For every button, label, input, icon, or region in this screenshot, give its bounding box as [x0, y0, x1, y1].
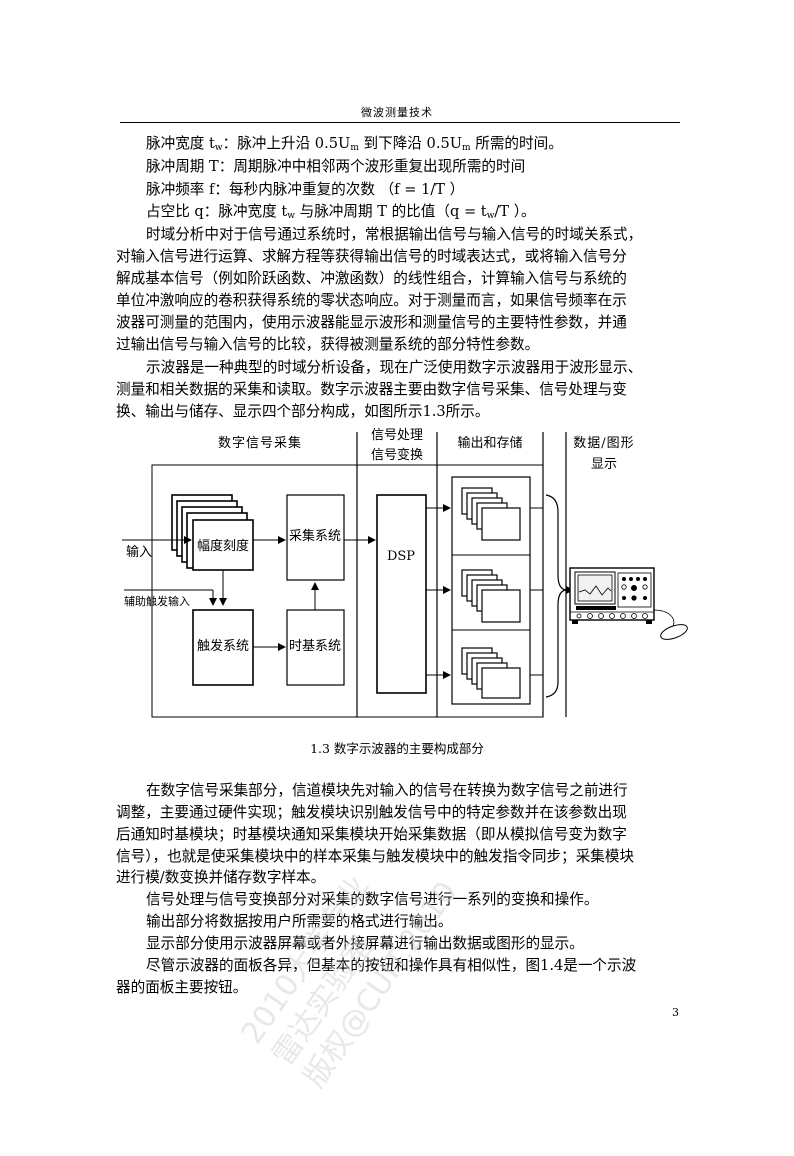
output-storage-panel	[451, 476, 531, 705]
paragraph1-line: 波器可测量的范围内，使用示波器能显示波形和测量信号的主要特性参数，并通	[116, 314, 627, 331]
paragraph1-line: 对输入信号进行运算、求解方程等获得输出信号的时域表达式，或将输入信号分	[116, 248, 627, 265]
dsp-block	[376, 494, 427, 694]
definition-duty-cycle: 占空比 q：脉冲宽度 tw 与脉冲周期 T 的比值（q = tw/T ）。	[146, 203, 536, 221]
acquisition-system-block	[286, 494, 345, 581]
oscilloscope-icon	[569, 567, 688, 640]
output-buffer-stack	[461, 569, 521, 623]
paragraph3-line: 信号），也就是使采集模块中的样本采集与触发模块中的触发指令同步；采集模块	[116, 848, 635, 865]
figure-caption: 1.3 数字示波器的主要构成部分	[310, 741, 484, 756]
trigger-system-label: 触发系统	[197, 638, 249, 654]
page-number: 3	[672, 1006, 679, 1019]
column-label-acquisition: 数字信号采集	[218, 435, 302, 451]
display-brace	[545, 494, 567, 698]
timebase-system-label: 时基系统	[289, 639, 341, 654]
paragraph2-line: 换、输出与储存、显示四个部分构成，如图所示1.3所示。	[116, 403, 490, 420]
paragraph1-line: 单位冲激响应的卷积获得系统的零状态响应。对于测量而言，如果信号频率在示	[116, 292, 627, 309]
aux-trigger-label: 辅助触发输入	[124, 594, 190, 608]
header-rule	[120, 122, 680, 123]
paragraph3-line: 在数字信号采集部分，信道模块先对输入的信号在转换为数字信号之前进行	[146, 782, 628, 799]
definition-pulse-frequency: 脉冲频率 f：每秒内脉冲重复的次数 （f = 1/T ）	[146, 181, 465, 198]
paragraph5-line: 尽管示波器的面板各异，但基本的按钮和操作具有相似性，图1.4是一个示波	[146, 957, 637, 974]
paragraph1-line: 过输出信号与输入信号的比较，获得被测量系统的部分特性参数。	[116, 336, 540, 353]
acquisition-system-label: 采集系统	[289, 528, 341, 544]
dsp-label: DSP	[387, 549, 415, 564]
column-label-display: 数据/图形	[573, 436, 634, 451]
output-buffer-stack	[461, 487, 521, 541]
paragraph3-line: 调整，主要通过硬件实现；触发模块识别触发信号中的特定参数并在该参数出现	[116, 804, 627, 821]
column-label-processing: 信号变换	[371, 447, 423, 463]
diagram-frame	[151, 464, 544, 718]
paragraph5-line: 器的面板主要按钮。	[116, 979, 248, 996]
amplitude-scale-block	[192, 519, 254, 571]
definition-pulse-period: 脉冲周期 T：周期脉冲中相邻两个波形重复出现所需的时间	[146, 158, 526, 175]
trigger-system-block	[192, 609, 254, 686]
definition-pulse-width: 脉冲宽度 tw：脉冲上升沿 0.5Um 到下降沿 0.5Um 所需的时间。	[146, 135, 563, 153]
paragraph3-line: 后通知时基模块；时基模块通知采集模块开始采集数据（即从模拟信号变为数字	[116, 826, 627, 843]
column-label-display: 显示	[591, 457, 617, 472]
paragraph4-line: 输出部分将数据按用户所需要的格式进行输出。	[146, 913, 453, 930]
timebase-system-block	[286, 609, 345, 686]
paragraph1-line: 时域分析中对于信号通过系统时，常根据输出信号与输入信号的时域关系式，	[146, 226, 643, 243]
column-label-processing: 信号处理	[371, 428, 423, 443]
column-label-output: 输出和存储	[457, 435, 522, 451]
paragraph2-line: 测量和相关数据的采集和读取。数字示波器主要由数字信号采集、信号处理与变	[116, 381, 627, 398]
input-label: 输入	[126, 544, 152, 560]
paragraph4-line: 信号处理与信号变换部分对采集的数字信号进行一系列的变换和操作。	[146, 891, 599, 908]
paragraph3-line: 进行模/数变换并储存数字样本。	[116, 869, 326, 886]
amplitude-scale-label: 幅度刻度	[197, 538, 249, 554]
paragraph2-line: 示波器是一种典型的时域分析设备，现在广泛使用数字示波器用于波形显示、	[146, 359, 643, 376]
output-buffer-stack	[461, 647, 521, 699]
running-header: 微波测量技术	[361, 106, 433, 119]
paragraph1-line: 解成基本信号（例如阶跃函数、冲激函数）的线性组合，计算输入信号与系统的	[116, 270, 627, 287]
paragraph4-line: 显示部分使用示波器屏幕或者外接屏幕进行输出数据或图形的显示。	[146, 935, 584, 952]
